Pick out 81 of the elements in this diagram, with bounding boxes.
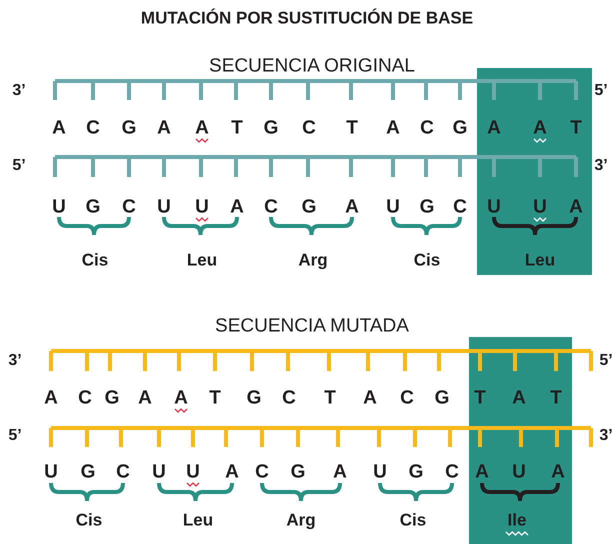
amino-acid-label: Arg <box>298 252 328 268</box>
amino-acid-label: Cis <box>76 512 102 528</box>
rna-base: U <box>152 462 166 482</box>
rna-base: A <box>225 462 239 482</box>
rna-base: G <box>86 198 100 216</box>
rna-base: U <box>52 198 66 216</box>
rna-base: U <box>512 462 526 482</box>
dna-base: A <box>52 118 66 138</box>
dna-base: T <box>474 388 486 408</box>
rna-base: G <box>420 198 434 216</box>
rna-base: G <box>408 462 424 482</box>
rna-base: C <box>116 462 130 482</box>
rna-base: A <box>333 462 347 482</box>
strand-end-label: 3’ <box>12 83 26 99</box>
rna-base: U <box>186 462 200 482</box>
dna-base: A <box>487 118 501 138</box>
amino-acid-label: Cis <box>82 252 108 268</box>
amino-acid-label: Leu <box>524 252 556 268</box>
strand-end-label: 5’ <box>599 353 613 369</box>
dna-base: T <box>570 118 582 138</box>
rna-base: G <box>80 462 96 482</box>
strand-end-label: 5’ <box>12 158 26 174</box>
dna-base: C <box>400 388 414 408</box>
amino-acid-label: Leu <box>186 252 218 268</box>
dna-base: T <box>324 388 336 408</box>
amino-acid-label: Ile <box>508 512 526 528</box>
dna-base: C <box>302 118 316 138</box>
dna-base: T <box>550 388 562 408</box>
section-heading: SECUENCIA MUTADA <box>215 316 409 336</box>
rna-base: U <box>386 198 400 216</box>
dna-base: A <box>174 388 188 408</box>
rna-base: A <box>230 198 244 216</box>
strand-end-label: 5’ <box>594 83 608 99</box>
rna-base: A <box>551 462 565 482</box>
dna-base: A <box>533 118 547 138</box>
dna-base: A <box>512 388 526 408</box>
rna-base: C <box>445 462 459 482</box>
dna-base: T <box>346 118 358 138</box>
dna-base: A <box>138 388 152 408</box>
dna-base: G <box>122 118 136 138</box>
rna-base: U <box>44 462 58 482</box>
rna-base: A <box>569 198 583 216</box>
rna-base: C <box>122 198 136 216</box>
dna-base: A <box>363 388 377 408</box>
dna-base: G <box>264 118 278 138</box>
rna-base: U <box>157 198 171 216</box>
dna-base: A <box>195 118 209 138</box>
rna-base: G <box>290 462 306 482</box>
dna-base: G <box>434 388 450 408</box>
amino-acid-label: Leu <box>182 512 214 528</box>
dna-base: C <box>282 388 296 408</box>
dna-base: C <box>420 118 434 138</box>
dna-base: G <box>246 388 262 408</box>
dna-base: C <box>78 388 92 408</box>
section-heading: SECUENCIA ORIGINAL <box>209 56 415 76</box>
strand-end-label: 5’ <box>8 428 22 444</box>
amino-acid-label: Cis <box>400 512 426 528</box>
amino-acid-label: Arg <box>286 512 316 528</box>
rna-base: A <box>345 198 359 216</box>
rna-base: U <box>373 462 387 482</box>
rna-base: U <box>487 198 501 216</box>
rna-base: U <box>533 198 547 216</box>
rna-base: C <box>453 198 467 216</box>
dna-base: A <box>386 118 400 138</box>
dna-base: T <box>231 118 243 138</box>
dna-base: A <box>44 388 58 408</box>
strand-end-label: 3’ <box>8 353 22 369</box>
rna-base: U <box>195 198 209 216</box>
rna-base: G <box>302 198 316 216</box>
dna-base: G <box>452 118 468 138</box>
dna-base: T <box>209 388 221 408</box>
dna-base: C <box>86 118 100 138</box>
diagram-title: MUTACIÓN POR SUSTITUCIÓN DE BASE <box>140 10 474 26</box>
strand-end-label: 3’ <box>599 428 613 444</box>
dna-base: A <box>157 118 171 138</box>
rna-base: A <box>475 462 489 482</box>
amino-acid-label: Cis <box>414 252 440 268</box>
rna-base: C <box>255 462 269 482</box>
strand-end-label: 3’ <box>594 158 608 174</box>
rna-base: C <box>264 198 278 216</box>
dna-base: G <box>104 388 120 408</box>
